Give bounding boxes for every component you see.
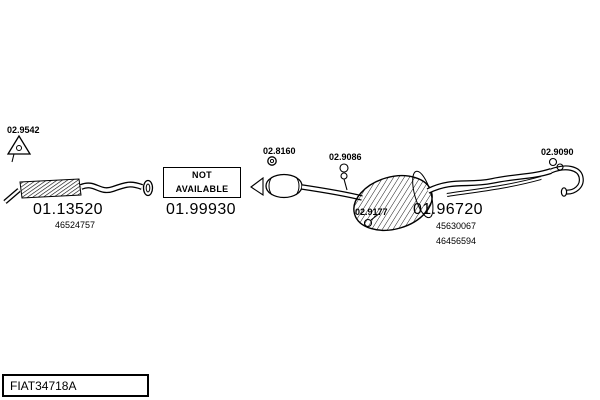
mount-icon-a [339,163,349,191]
part-ref-muffler-1: 45630067 [436,221,477,231]
tailpipe-drawing [426,165,584,197]
mount-icon-b [363,212,381,228]
catalyst-drawing [250,173,363,201]
diagram-code: FIAT34718A [10,378,77,393]
part-label-mount-c: 02.9090 [541,147,574,157]
front-pipe-drawing [3,178,154,204]
not-available-box: NOT AVAILABLE [163,167,241,198]
part-label-muffler: 01.96720 [413,201,483,218]
part-label-centre-pipe: 01.99930 [166,201,236,218]
mount-icon-c [548,157,564,171]
diagram-code-box: FIAT34718A [2,374,149,397]
not-available-line1: NOT [192,170,212,181]
not-available-line2: AVAILABLE [175,183,229,194]
part-label-front-pipe: 01.13520 [33,201,103,218]
hanger-icon-front [6,134,32,163]
gasket-icon [267,156,277,166]
part-label-hanger-front: 02.9542 [7,125,40,135]
part-label-gasket: 02.8160 [263,146,296,156]
part-ref-front-pipe: 46524757 [55,220,96,230]
part-label-mount-b: 02.9177 [355,207,388,217]
part-label-mount-a: 02.9086 [329,152,362,162]
part-ref-muffler-2: 46456594 [436,236,477,246]
